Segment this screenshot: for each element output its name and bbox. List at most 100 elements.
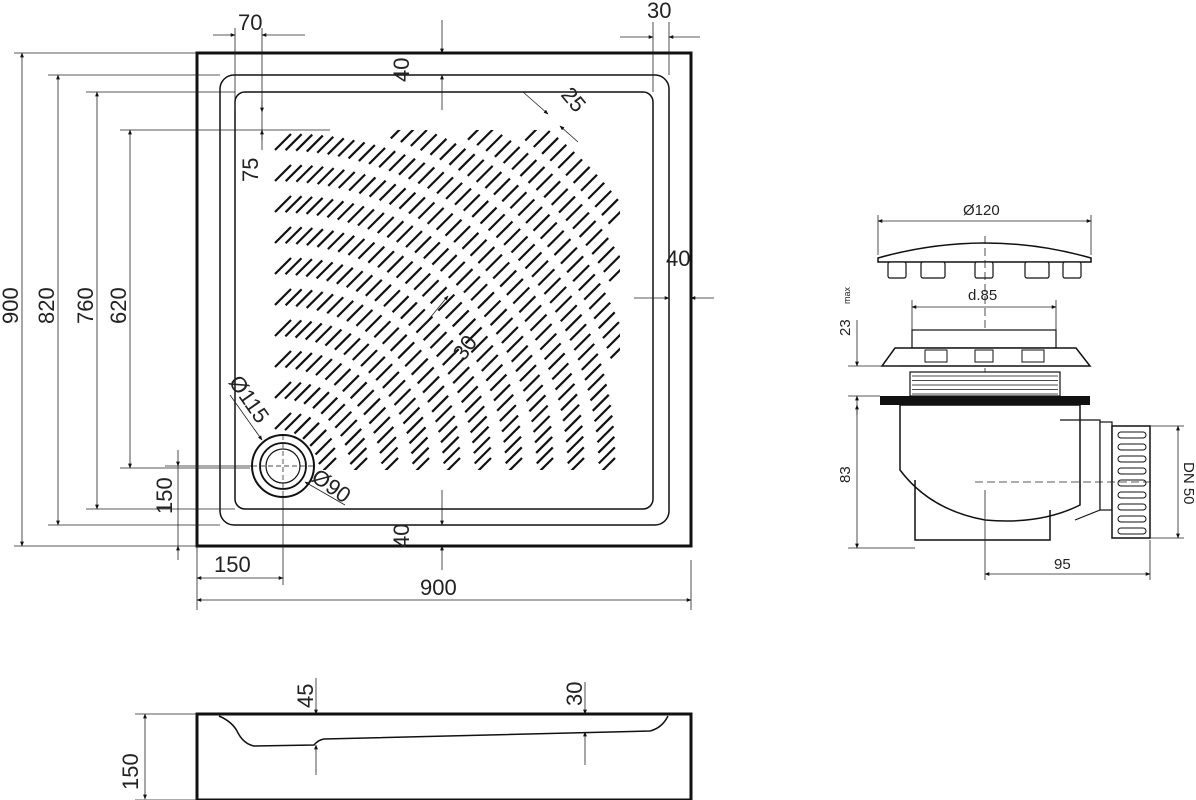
dimension-cap-120: Ø120 <box>877 202 1092 255</box>
texture-stroke <box>567 457 585 470</box>
dimension-dn50: DN 50 <box>1150 425 1196 539</box>
texture-stroke <box>489 373 508 392</box>
texture-stroke <box>495 220 514 239</box>
texture-stroke <box>502 146 521 164</box>
dim-620-label: 620 <box>106 287 131 324</box>
texture-stroke <box>447 261 466 279</box>
texture-stroke <box>305 134 324 153</box>
texture-stroke <box>422 375 440 394</box>
texture-stroke <box>455 268 474 286</box>
texture-stroke <box>397 341 415 360</box>
texture-stroke <box>395 260 414 279</box>
texture-stroke <box>515 354 533 373</box>
texture-stroke <box>414 235 432 254</box>
texture-stroke <box>597 246 615 264</box>
texture-stroke <box>594 190 612 208</box>
texture-stroke <box>284 133 303 151</box>
texture-stroke <box>534 425 552 444</box>
texture-stroke <box>320 396 339 415</box>
texture-stroke <box>417 201 436 220</box>
nut-rib <box>1117 467 1147 475</box>
texture-stroke <box>530 404 549 423</box>
dim-83-label: 83 <box>837 466 854 483</box>
texture-stroke <box>493 383 511 402</box>
texture-stroke <box>511 152 529 171</box>
texture-stroke <box>440 425 458 444</box>
texture-stroke <box>441 436 460 454</box>
texture-stroke <box>437 293 456 312</box>
texture-stroke <box>493 177 511 196</box>
texture-stroke <box>524 304 542 323</box>
texture-stroke <box>284 257 303 276</box>
texture-stroke <box>293 383 312 402</box>
texture-stroke <box>429 138 448 156</box>
texture-stroke <box>588 292 607 310</box>
texture-stroke <box>499 404 517 422</box>
texture-stroke <box>595 414 614 433</box>
texture-stroke <box>598 457 616 470</box>
nut-rib <box>1117 503 1147 511</box>
texture-stroke <box>404 349 422 368</box>
texture-stroke <box>376 426 395 444</box>
texture-stroke <box>295 352 313 370</box>
texture-stroke <box>505 457 523 470</box>
nut-rib <box>1117 479 1147 487</box>
dim-900v-label: 900 <box>0 287 23 324</box>
texture-stroke <box>305 197 324 215</box>
texture-stroke <box>573 333 592 351</box>
dimension-75: 75 <box>238 100 330 182</box>
texture-stroke <box>340 419 358 437</box>
texture-stroke <box>391 295 410 313</box>
dimension-rim-right-40: 40 <box>634 246 714 300</box>
texture-stroke <box>386 220 405 239</box>
drain-outlet <box>251 434 315 498</box>
texture-stroke <box>550 188 569 206</box>
texture-stroke <box>467 405 485 424</box>
dimension-620: 620 <box>106 129 250 469</box>
texture-stroke <box>581 353 599 371</box>
texture-stroke <box>426 171 445 190</box>
dimension-820: 820 <box>34 74 220 526</box>
texture-stroke <box>408 308 426 327</box>
texture-stroke <box>423 241 441 260</box>
texture-stroke <box>376 216 395 234</box>
texture-stroke <box>410 130 428 147</box>
texture-stroke <box>578 220 597 238</box>
texture-stroke <box>439 254 458 272</box>
dim-150v-label: 150 <box>152 477 177 514</box>
texture-stroke <box>532 213 551 232</box>
texture-stroke <box>400 301 418 320</box>
texture-stroke <box>593 404 612 422</box>
dimension-760: 760 <box>73 91 235 510</box>
texture-stroke <box>445 182 463 200</box>
texture-stroke <box>566 255 584 274</box>
texture-stroke <box>477 291 495 310</box>
texture-stroke <box>471 425 490 444</box>
texture-stroke <box>346 304 364 322</box>
texture-stroke <box>584 363 602 381</box>
texture-stroke <box>349 447 368 465</box>
texture-stroke <box>295 196 313 214</box>
thread-lines <box>912 375 1058 395</box>
texture-stroke <box>381 327 400 345</box>
texture-stroke <box>601 198 619 216</box>
dim-75-label: 75 <box>238 158 263 182</box>
texture-stroke <box>337 235 355 253</box>
texture-stroke <box>343 337 361 356</box>
texture-stroke <box>284 195 303 213</box>
texture-stroke <box>398 191 417 210</box>
texture-stroke <box>295 289 313 308</box>
texture-stroke <box>528 394 547 413</box>
texture-stroke <box>470 283 488 302</box>
texture-stroke <box>602 321 620 339</box>
texture-stroke <box>357 241 376 260</box>
texture-stroke <box>470 335 489 354</box>
texture-stroke <box>535 173 554 191</box>
texture-stroke <box>439 142 457 161</box>
dimension-section-150: 150 <box>118 713 197 800</box>
texture-stroke <box>593 301 611 320</box>
texture-stroke <box>501 326 519 344</box>
texture-stroke <box>295 227 314 245</box>
texture-stroke <box>379 436 397 454</box>
texture-stroke <box>422 323 441 341</box>
